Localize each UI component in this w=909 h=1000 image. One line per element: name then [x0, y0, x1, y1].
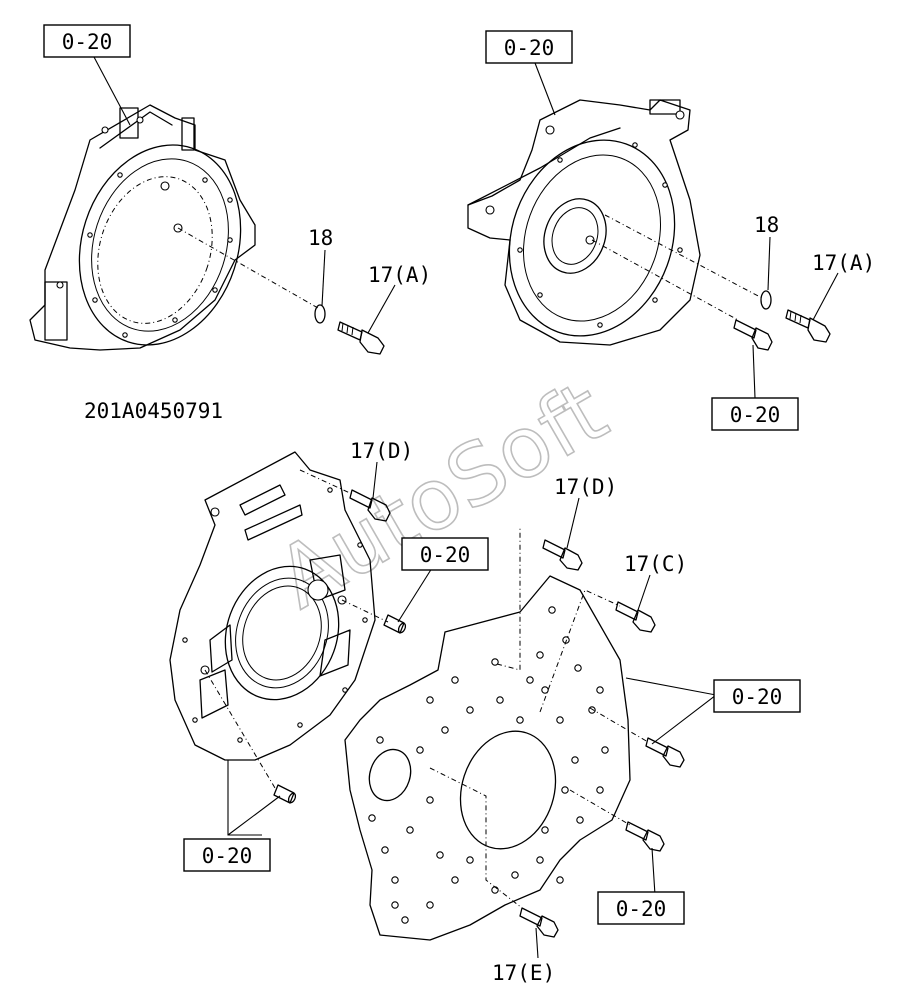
drawing-number: 201A0450791 — [84, 399, 223, 423]
svg-text:0-20: 0-20 — [732, 685, 783, 709]
svg-text:0-20: 0-20 — [616, 897, 667, 921]
label-17e: 17(E) — [492, 961, 555, 985]
label-18-left: 18 — [308, 226, 333, 250]
label-17c: 17(C) — [624, 552, 687, 576]
rear-plate — [344, 575, 631, 941]
snap-ring-left — [314, 304, 326, 324]
bolt-plate-right-lower — [625, 821, 665, 852]
ref-box-plate-right: 0-20 — [713, 679, 801, 713]
svg-text:0-20: 0-20 — [420, 543, 471, 567]
snap-ring-right — [760, 290, 772, 310]
dowel-pin-lower — [273, 784, 297, 804]
svg-text:0-20: 0-20 — [730, 403, 781, 427]
flywheel-housing-left — [29, 104, 256, 351]
ref-box-bolt-right: 0-20 — [711, 397, 799, 431]
label-17a-left: 17(A) — [368, 263, 431, 287]
label-17d-lower: 17(D) — [554, 475, 617, 499]
housing-plate-middle — [169, 451, 376, 761]
bolt-17d-lower — [542, 539, 583, 571]
bolt-17d-upper — [349, 489, 391, 522]
bolt-left — [337, 321, 385, 355]
label-18-right: 18 — [754, 213, 779, 237]
svg-text:0-20: 0-20 — [504, 36, 555, 60]
dowel-pin-upper — [383, 614, 407, 634]
ref-box-dowel-upper: 0-20 — [401, 537, 489, 571]
bolt-17c — [615, 601, 656, 633]
label-17a-right: 17(A) — [812, 251, 875, 275]
ref-box-plate-bottom: 0-20 — [597, 891, 685, 925]
bolt-plate-right-upper — [645, 737, 685, 768]
gear-housing-right — [467, 99, 701, 346]
bolt-right-lower — [733, 319, 773, 351]
svg-text:0-20: 0-20 — [202, 844, 253, 868]
svg-text:0-20: 0-20 — [62, 30, 113, 54]
bolt-right — [785, 309, 831, 343]
ref-box-top-left: 0-20 — [43, 24, 131, 58]
label-17d-upper: 17(D) — [350, 439, 413, 463]
ref-box-top-right: 0-20 — [485, 30, 573, 64]
ref-box-dowel-lower: 0-20 — [183, 838, 271, 872]
bolt-17e — [519, 907, 559, 938]
